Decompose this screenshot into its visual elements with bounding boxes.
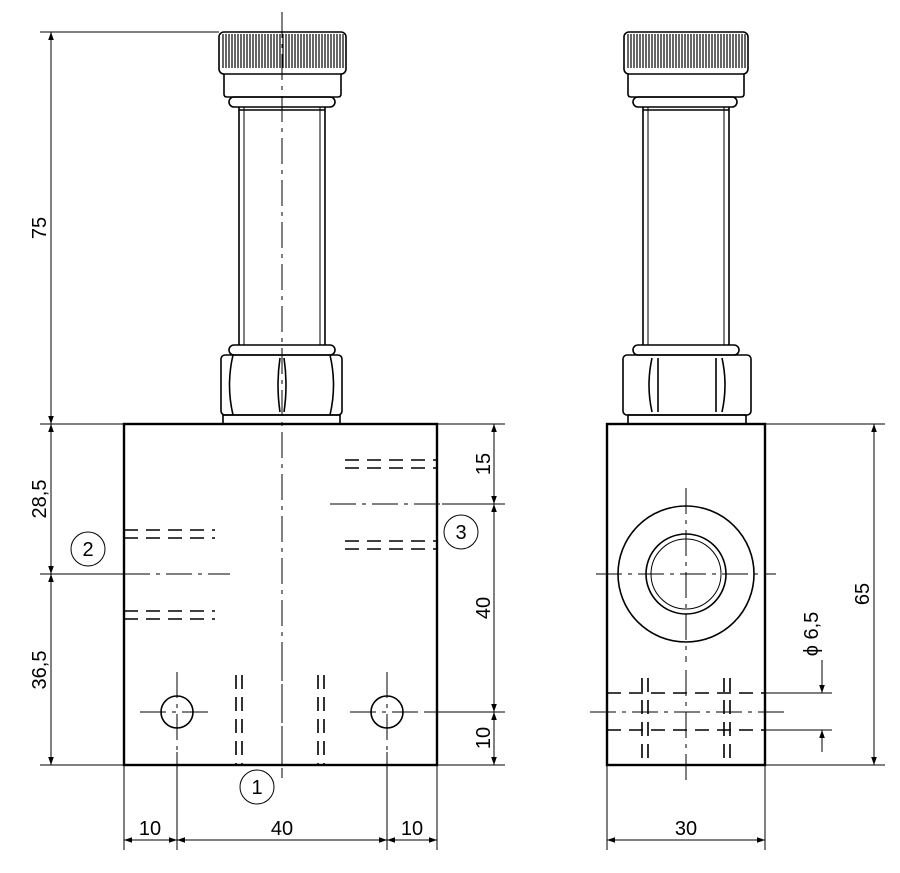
side-height-dimension: 65: [765, 423, 885, 766]
front-view: 1 2 3 75 28,5 36,5: [29, 12, 505, 850]
dim-40-bottom: 40: [271, 818, 293, 840]
front-solenoid-tube: [228, 107, 336, 356]
dim-10-vertical: 10: [473, 727, 495, 749]
dim-65: 65: [852, 583, 874, 605]
front-valve-block: [122, 422, 439, 767]
front-knob-knurling: [222, 34, 344, 68]
port-label-3: 3: [443, 514, 479, 550]
side-knob-knurling: [627, 34, 746, 68]
svg-text:2: 2: [82, 539, 93, 561]
port-label-2: 2: [70, 531, 106, 567]
side-diameter-dimension: ϕ 6,5: [765, 612, 832, 752]
side-knob: [623, 31, 749, 108]
dim-diameter-6-5: ϕ 6,5: [801, 612, 823, 657]
port-label-1: 1: [239, 769, 275, 805]
side-port-boss: [596, 488, 776, 662]
dim-75: 75: [29, 217, 51, 239]
front-hidden-bores: [124, 459, 437, 765]
side-solenoid-tube: [632, 107, 740, 356]
svg-text:3: 3: [455, 522, 466, 544]
dim-10-bottom-left: 10: [139, 818, 161, 840]
side-view: ϕ 6,5 65 30: [590, 31, 885, 850]
side-hex-nut: [622, 354, 752, 425]
dim-36-5: 36,5: [29, 651, 51, 690]
dim-30: 30: [675, 818, 697, 840]
dim-40-vertical: 40: [473, 597, 495, 619]
front-left-dimensions: 75 28,5 36,5: [29, 31, 219, 766]
side-hidden-bores: [590, 670, 784, 785]
front-right-dimensions: 15 40 10: [424, 423, 505, 766]
dim-28-5: 28,5: [29, 480, 51, 519]
front-knob: [218, 31, 347, 108]
dim-10-bottom-right: 10: [401, 818, 423, 840]
side-width-dimension: 30: [606, 765, 766, 850]
svg-text:1: 1: [251, 777, 262, 799]
dim-15: 15: [473, 453, 495, 475]
front-bottom-dimensions: 10 40 10: [123, 752, 438, 850]
front-mounting-holes: [140, 672, 424, 752]
